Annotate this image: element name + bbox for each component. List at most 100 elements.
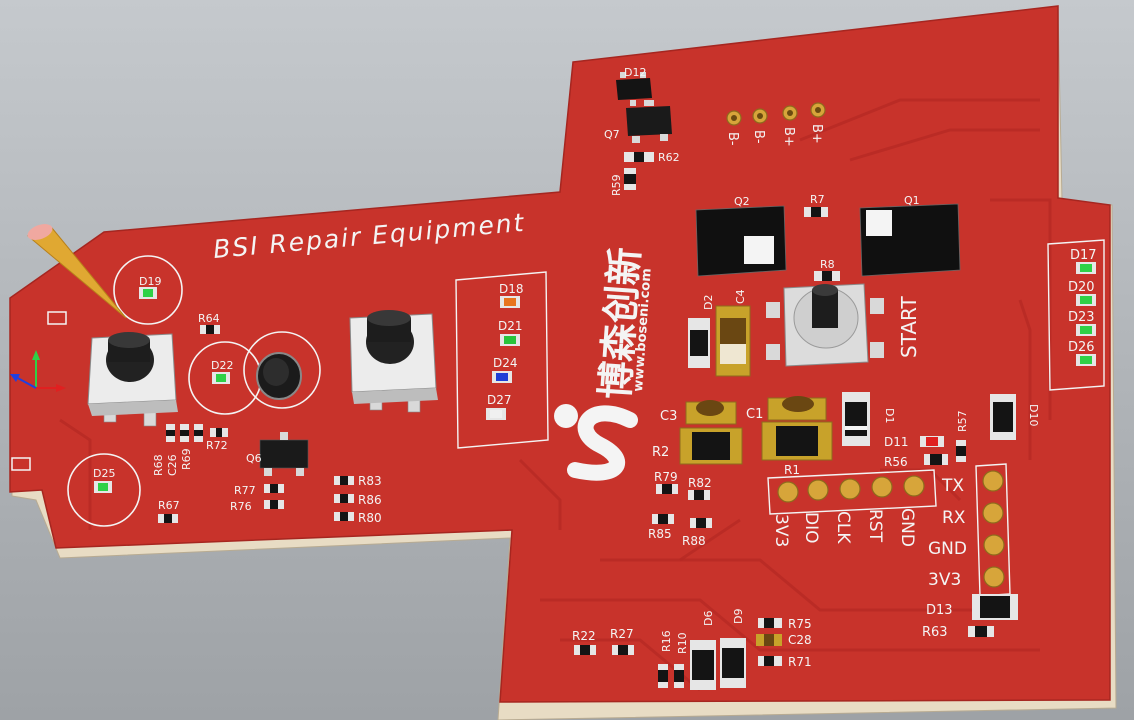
debug-pin-clk: CLK [833, 511, 853, 544]
label-r88: R88 [682, 534, 706, 548]
uart-pin-3v3: 3V3 [928, 570, 961, 590]
label-r2: R2 [652, 445, 669, 460]
axis-gizmo [10, 350, 66, 392]
label-d13: D13 [926, 603, 953, 618]
transistor-q6 [259, 432, 309, 476]
label-r27: R27 [610, 627, 634, 641]
mosfet-q2 [695, 205, 787, 277]
probe-cursor [26, 224, 127, 319]
resistor-r2 [679, 427, 743, 465]
label-d1: D1 [883, 408, 896, 423]
smd-cluster-left [166, 424, 228, 442]
tactile-switch-left[interactable] [87, 332, 178, 427]
mosfet-q1 [859, 203, 961, 277]
label-q7: Q7 [604, 128, 620, 141]
battery-pin-1: B- [725, 132, 740, 146]
label-q6: Q6 [246, 452, 262, 465]
battery-pin-3: B+ [781, 127, 796, 147]
label-r72: R72 [206, 439, 228, 452]
label-d21: D21 [498, 319, 523, 333]
label-r71: R71 [788, 655, 812, 669]
led-d21 [504, 336, 516, 344]
debug-pin-dio: DIO [801, 512, 821, 544]
label-d27: D27 [487, 393, 512, 407]
label-d22: D22 [211, 359, 233, 372]
label-d25: D25 [93, 467, 115, 480]
start-label: START [897, 296, 921, 358]
left-area [67, 255, 321, 527]
label-c4: C4 [734, 289, 747, 304]
label-r1: R1 [784, 463, 800, 477]
label-r79: R79 [654, 470, 678, 484]
brand-logo [554, 404, 638, 481]
label-r82: R82 [688, 476, 712, 490]
label-r16: R16 [660, 630, 673, 652]
label-d23: D23 [1068, 310, 1095, 325]
label-r67: R67 [158, 499, 180, 512]
debug-pin-rst: RST [865, 509, 885, 543]
capacitor-c1 [761, 396, 833, 461]
label-r64: R64 [198, 312, 220, 325]
label-d18: D18 [499, 282, 524, 296]
led-d18 [504, 298, 516, 306]
capacitor-c3 [685, 400, 737, 425]
capacitor-c4 [715, 305, 751, 377]
diode-d1 [842, 392, 870, 446]
label-r68: R68 [152, 454, 165, 476]
label-r75: R75 [788, 617, 812, 631]
label-d24: D24 [493, 356, 518, 370]
led-column-mid [455, 271, 549, 449]
label-r56: R56 [884, 455, 908, 469]
label-c26: C26 [166, 454, 179, 476]
debug-pin-gnd: GND [897, 508, 917, 547]
start-switch[interactable] [766, 283, 884, 367]
label-r80: R80 [358, 511, 382, 525]
label-r83: R83 [358, 474, 382, 488]
label-r57: R57 [956, 410, 969, 432]
label-c1: C1 [746, 407, 763, 422]
label-d10: D10 [1027, 404, 1040, 426]
label-d26: D26 [1068, 340, 1095, 355]
label-d20: D20 [1068, 280, 1095, 295]
uart-pin-rx: RX [942, 508, 966, 528]
label-d9: D9 [732, 609, 745, 624]
label-d19: D19 [139, 275, 161, 288]
label-r8: R8 [820, 258, 835, 271]
label-r22: R22 [572, 629, 596, 643]
tactile-switch-center[interactable] [349, 310, 438, 413]
pcb-board[interactable] [9, 5, 1111, 703]
label-r10: R10 [676, 632, 689, 654]
label-r69: R69 [180, 448, 193, 470]
uart-header[interactable] [975, 463, 1011, 597]
bottom-smd [658, 618, 782, 690]
label-d17: D17 [1070, 248, 1097, 263]
label-r77: R77 [234, 484, 256, 497]
diode-d2 [688, 318, 710, 368]
battery-pin-4: B+ [809, 124, 824, 144]
debug-header[interactable] [767, 469, 937, 515]
label-c28: C28 [788, 633, 812, 647]
label-r7: R7 [810, 193, 825, 206]
led-d27 [490, 410, 502, 418]
label-d6: D6 [702, 611, 715, 626]
label-r62: R62 [658, 151, 680, 164]
led-d24 [496, 373, 508, 381]
uart-pin-tx: TX [941, 476, 964, 496]
debug-pin-3v3: 3V3 [771, 514, 791, 547]
label-d12: D12 [624, 66, 646, 79]
diode-d10 [990, 394, 1016, 440]
top-components [616, 72, 672, 190]
label-r85: R85 [648, 527, 672, 541]
label-r76: R76 [230, 500, 252, 513]
battery-header[interactable] [726, 102, 826, 126]
label-d11: D11 [884, 435, 909, 449]
label-d2: D2 [702, 295, 715, 310]
label-c3: C3 [660, 409, 677, 424]
label-q1: Q1 [904, 194, 920, 207]
label-r59: R59 [610, 174, 623, 196]
battery-pin-2: B- [751, 130, 766, 144]
diode-d13 [972, 594, 1018, 620]
uart-pin-gnd: GND [928, 539, 967, 559]
brand-cn: 博森创新 [593, 246, 647, 401]
